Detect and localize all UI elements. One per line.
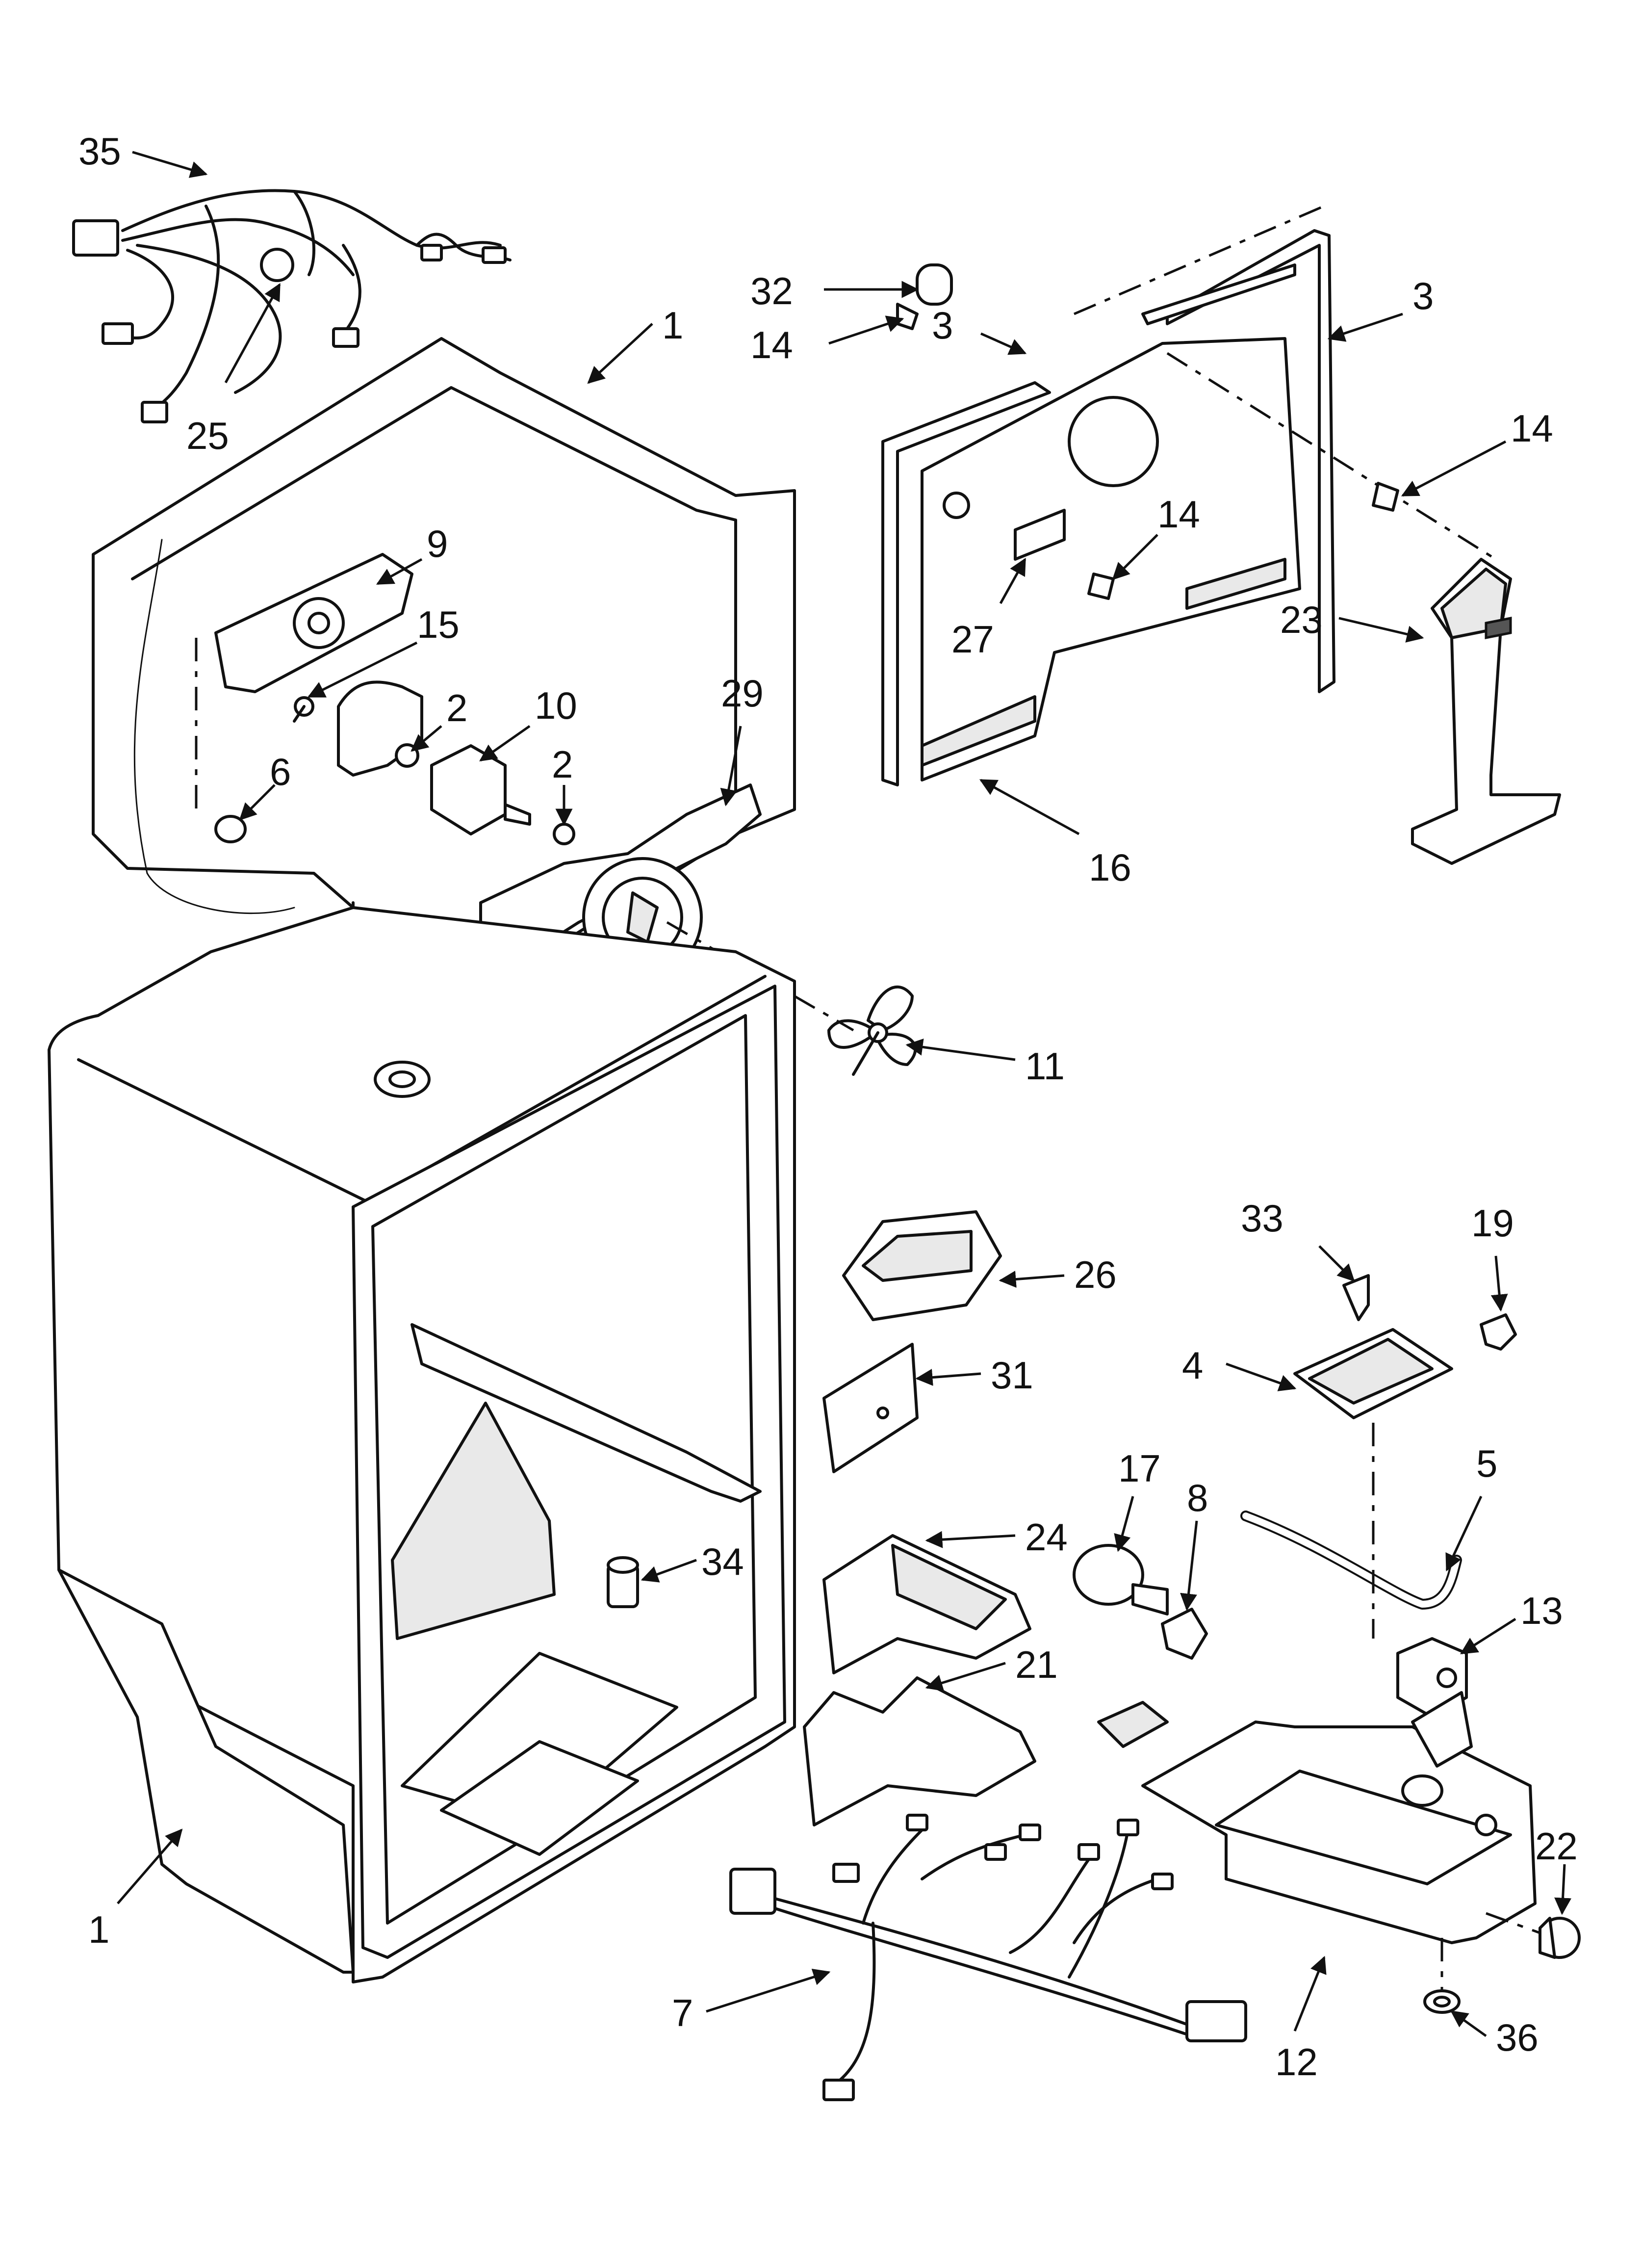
shelf-support (607, 1556, 639, 1608)
callout-1-bottom: 1 (88, 1908, 109, 1951)
callout-1-top: 1 (662, 304, 683, 347)
knob-22 (1486, 1912, 1581, 1959)
callout-10: 10 (535, 684, 577, 727)
wire-harness-upper (72, 189, 512, 423)
callout-17: 17 (1118, 1447, 1161, 1490)
callout-27: 27 (951, 618, 994, 661)
callout-14-b: 14 (1511, 407, 1553, 450)
drain-tube (1240, 1511, 1462, 1610)
wire-harness-lower (729, 1814, 1247, 2101)
callout-4: 4 (1182, 1344, 1203, 1387)
callout-7: 7 (672, 1991, 693, 2034)
callout-11: 11 (1025, 1044, 1065, 1088)
callout-34: 34 (701, 1540, 744, 1583)
fresh-food-liner (48, 906, 796, 1983)
callout-14-c: 14 (1157, 493, 1200, 536)
light-mount (822, 1343, 919, 1473)
evaporator-cover (881, 205, 1497, 786)
callout-21: 21 (1015, 1643, 1058, 1686)
light-bulb (1073, 1544, 1169, 1616)
air-duct (1411, 558, 1561, 865)
damper-motor (1372, 1423, 1468, 1719)
callout-22: 22 (1535, 1825, 1578, 1868)
callout-3-a: 3 (932, 304, 953, 347)
screws-upper (896, 263, 1399, 600)
callout-23: 23 (1280, 598, 1323, 641)
callout-16: 16 (1089, 846, 1131, 889)
callout-3-b: 3 (1412, 274, 1434, 317)
thermostat-assembly (395, 743, 575, 845)
callout-9: 9 (427, 522, 448, 565)
fan-blade (666, 921, 917, 1076)
callout-15: 15 (417, 603, 460, 646)
light-housing-24 (822, 1534, 1031, 1674)
callout-32: 32 (750, 269, 793, 313)
control-housing (214, 553, 413, 723)
callout-14-a: 14 (750, 323, 793, 366)
callout-5: 5 (1476, 1442, 1497, 1485)
callout-labels: 35 25 1 9 15 2 10 29 2 6 11 32 14 3 3 14… (78, 130, 1578, 2084)
control-housing-base (1097, 1691, 1537, 1944)
light-socket-8 (1161, 1608, 1208, 1660)
callout-12: 12 (1275, 2040, 1318, 2084)
callout-2-a: 2 (446, 686, 467, 730)
callout-29: 29 (721, 672, 764, 715)
callout-26: 26 (1074, 1253, 1117, 1296)
callout-33: 33 (1241, 1197, 1283, 1240)
callout-8: 8 (1187, 1476, 1208, 1519)
callout-19: 19 (1471, 1201, 1514, 1245)
callout-6: 6 (270, 750, 291, 793)
light-shield (842, 1210, 1002, 1321)
callout-36: 36 (1496, 2016, 1539, 2059)
callout-25: 25 (186, 414, 229, 457)
callout-24: 24 (1025, 1515, 1068, 1559)
leader-lines (117, 151, 1572, 2037)
callout-35: 35 (78, 130, 121, 173)
switch-19 (1480, 1313, 1517, 1351)
callout-31: 31 (991, 1354, 1033, 1397)
light-housing-21 (803, 1676, 1036, 1826)
grommet-36 (1423, 1938, 1461, 2014)
light-socket (195, 638, 247, 843)
control-board (1293, 1274, 1453, 1419)
callout-2-b: 2 (552, 743, 573, 786)
callout-13: 13 (1520, 1589, 1563, 1632)
